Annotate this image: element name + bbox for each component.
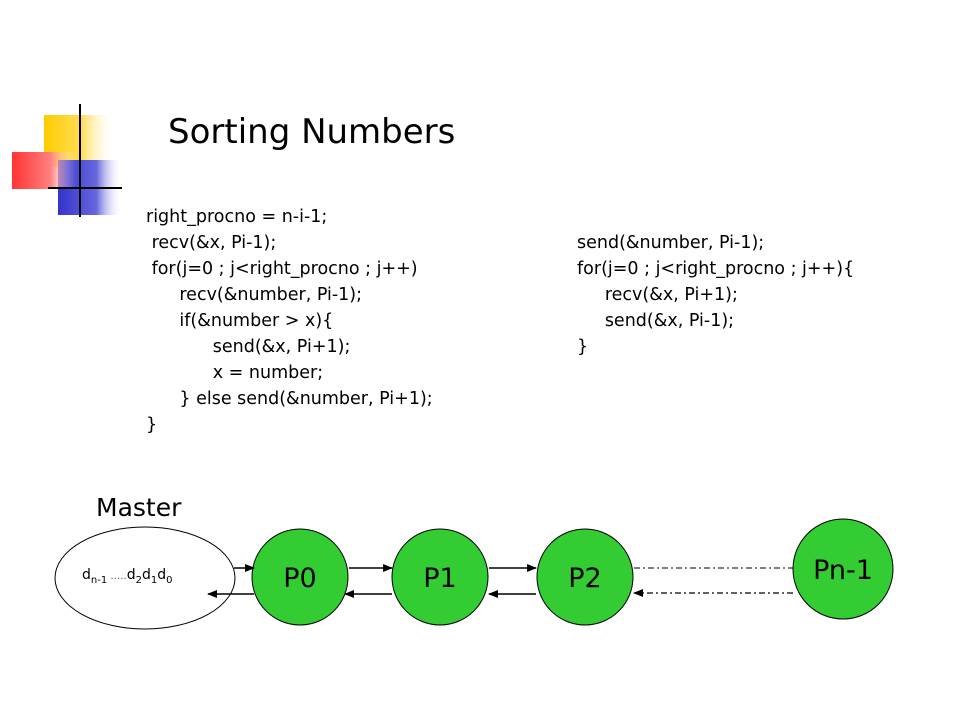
code-right-line: send(&x, Pi-1); (577, 311, 735, 331)
code-block-left: right_procno = n-i-1; recv(&x, Pi-1); fo… (146, 204, 433, 438)
code-left-line: send(&x, Pi+1); (146, 337, 351, 357)
code-left-line: recv(&x, Pi-1); (146, 233, 277, 253)
node-pn-1-label: Pn-1 (813, 555, 873, 586)
node-p0 (251, 528, 349, 626)
code-left-line: } else send(&number, Pi+1); (146, 389, 433, 409)
master-label: Master (96, 493, 182, 522)
code-right-line: for(j=0 ; j<right_procno ; j++){ (577, 259, 855, 279)
node-p1 (391, 528, 489, 626)
node-p1-label: P1 (423, 563, 456, 594)
code-left-line: for(j=0 ; j<right_procno ; j++) (146, 259, 418, 279)
code-left-line: x = number; (146, 363, 324, 383)
code-right-line: } (577, 337, 589, 357)
master-node (54, 526, 236, 630)
node-p0-label: P0 (283, 563, 316, 594)
deco-red-bar (12, 152, 76, 189)
node-p2 (536, 528, 634, 626)
code-left-line: right_procno = n-i-1; (146, 207, 328, 227)
code-right-line: recv(&x, Pi+1); (577, 285, 738, 305)
slide-title: Sorting Numbers (168, 112, 456, 152)
code-left-line: if(&number > x){ (146, 311, 334, 331)
node-pn-1 (792, 518, 894, 620)
code-block-right: send(&number, Pi-1); for(j=0 ; j<right_pr… (577, 230, 854, 360)
node-p2-label: P2 (568, 563, 601, 594)
code-left-line: } (146, 415, 158, 435)
code-right-line: send(&number, Pi-1); (577, 233, 765, 253)
master-data-sequence: dn-1 …..d2d1d0 (82, 567, 173, 586)
code-left-line: recv(&number, Pi-1); (146, 285, 363, 305)
